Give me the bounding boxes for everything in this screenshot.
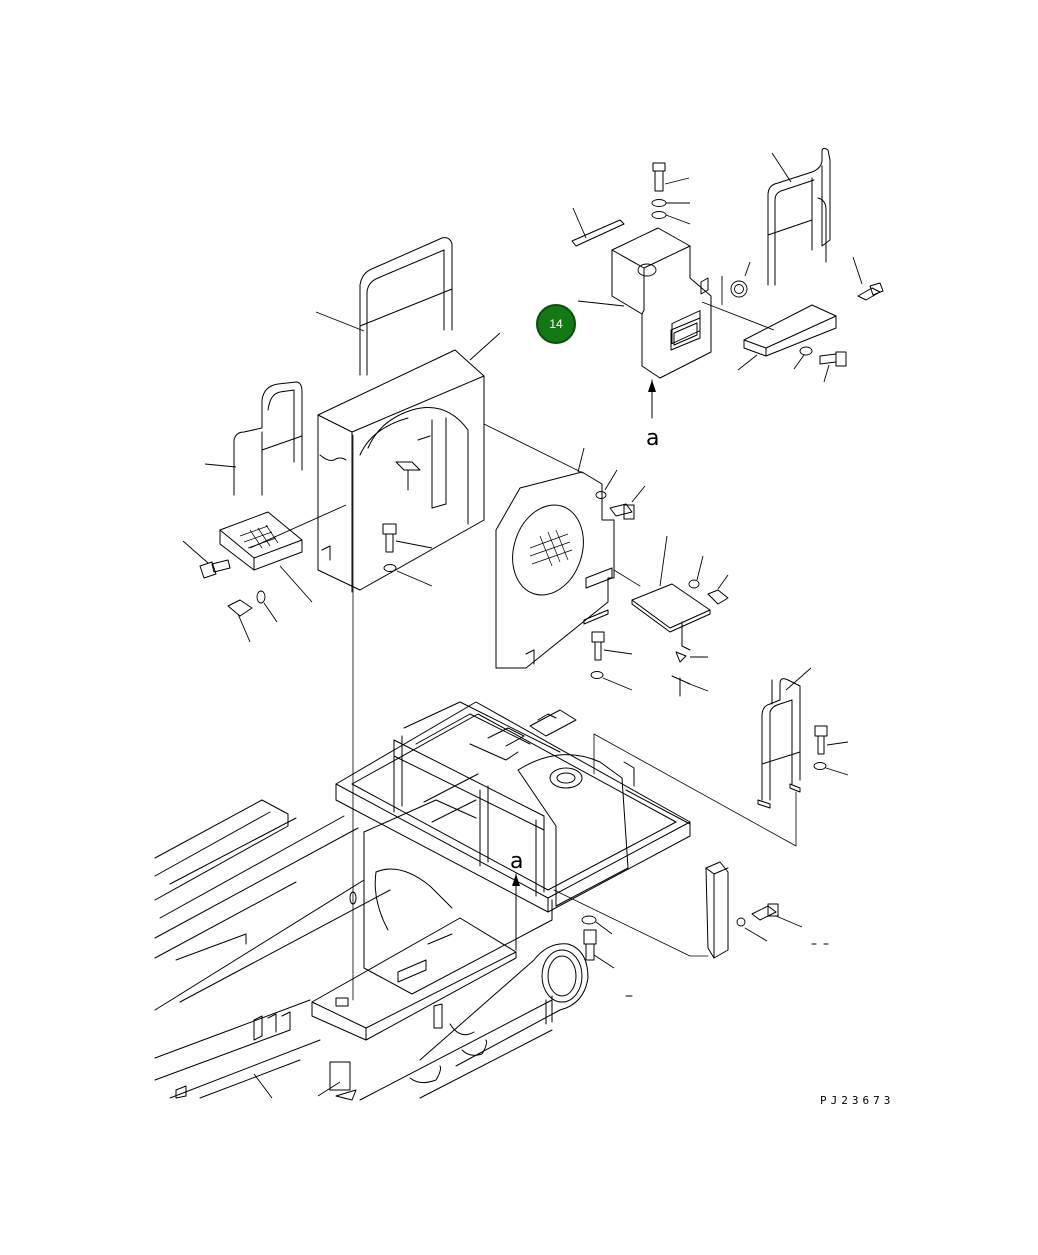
washer [651, 199, 667, 207]
washer [651, 211, 667, 219]
bolt-top [652, 162, 690, 192]
handrail-right-lower [593, 667, 849, 847]
handrail-left [182, 381, 347, 643]
callout-circle[interactable] [536, 304, 576, 344]
bracket-plate [590, 535, 729, 697]
view-letter-a-top: a [646, 426, 659, 451]
cover-body [611, 227, 712, 379]
drawing-code: PJ23673 [820, 1094, 894, 1107]
handrail-right-top [701, 147, 884, 383]
callout-badge-icon[interactable]: 14 [536, 304, 576, 344]
main-frame [335, 701, 709, 957]
cover-assembly [571, 162, 751, 419]
upright-post [705, 861, 829, 959]
bolt-lower [581, 915, 615, 969]
grille-panel [495, 447, 646, 669]
lower-chassis [154, 799, 633, 1101]
view-letter-a-center: a [510, 849, 523, 874]
cab-frame [317, 332, 584, 1001]
step-plate [743, 304, 837, 357]
strip-plate [571, 219, 625, 247]
handrail-center [315, 237, 453, 376]
left-step [219, 511, 303, 571]
